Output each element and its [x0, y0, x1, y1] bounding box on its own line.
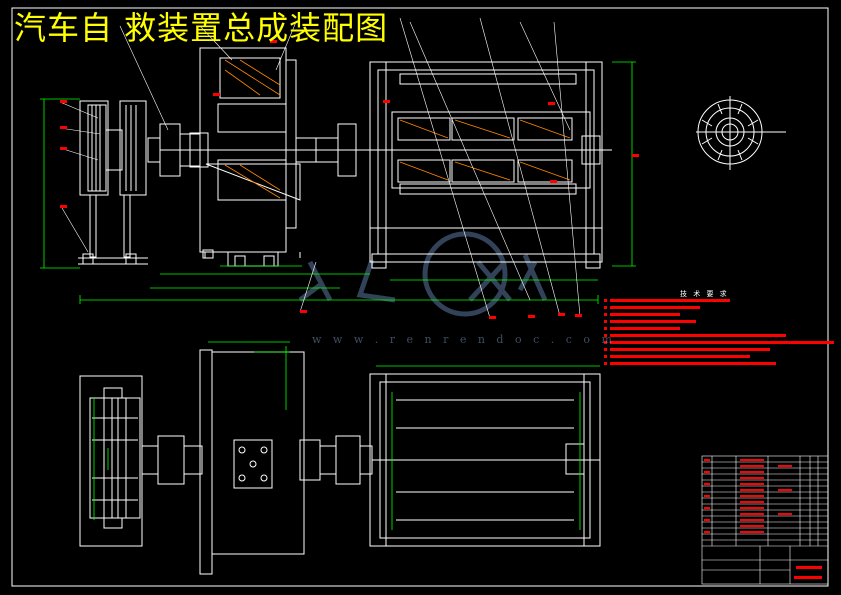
dimension-lines [40, 61, 636, 530]
section-hatching [224, 59, 571, 199]
leader-lines [59, 17, 581, 319]
part-balloons [60, 40, 639, 319]
plan-view [79, 349, 601, 575]
pulley-end-view [696, 96, 786, 170]
title-block [701, 455, 829, 585]
parts-list-entries [704, 459, 822, 579]
drawing-title: 汽车自 救装置总成装配图 [14, 9, 389, 47]
front-view [78, 47, 612, 269]
watermark-url: w w w . r e n r e n d o c . c o m [312, 333, 616, 346]
tech-requirements-notes [604, 299, 834, 365]
drawing-frame [11, 7, 829, 587]
tech-requirements-title: 技 术 要 求 [680, 290, 729, 298]
